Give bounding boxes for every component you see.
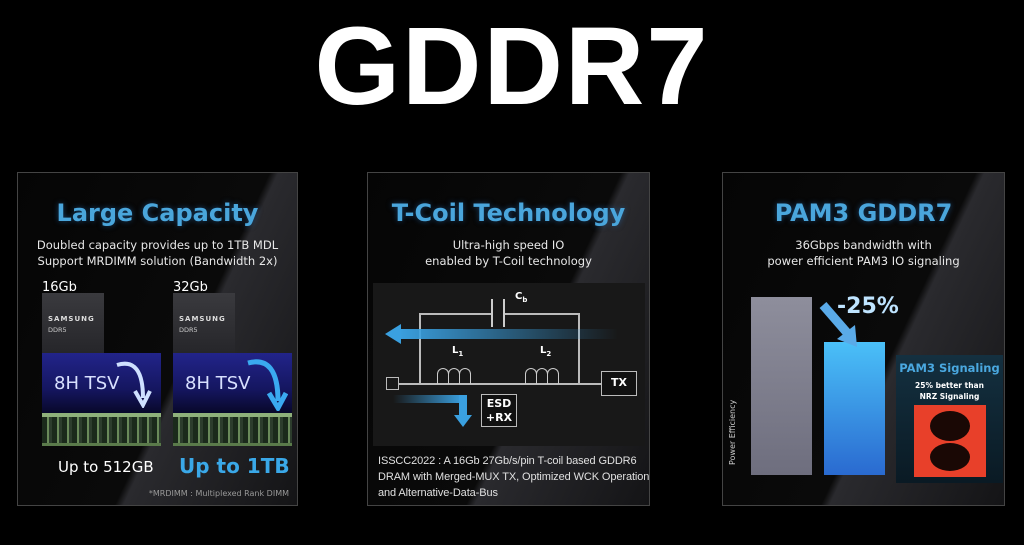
l1-letter: L: [452, 345, 459, 356]
pam3-inset: PAM3 Signaling 25% better than NRZ Signa…: [896, 355, 1003, 483]
cb-letter: C: [515, 291, 523, 302]
rx-label: +RX: [485, 411, 513, 424]
subtitle-line: 36Gbps bandwidth with: [795, 238, 932, 252]
page-title: GDDR7: [314, 5, 710, 128]
pad-icon: [386, 377, 399, 390]
l2-subscript: 2: [546, 350, 552, 358]
l1-subscript: 1: [458, 350, 464, 358]
eye-diagram-icon: [914, 405, 986, 477]
chip-brand: SAMSUNG: [48, 315, 95, 323]
axis-label: Power Efficiency: [728, 399, 737, 465]
citation-line: ISSCC2022 : A 16Gb 27Gb/s/pin T-coil bas…: [378, 455, 637, 467]
bar-nrz: [751, 297, 812, 475]
reduction-label: -25%: [837, 294, 899, 319]
wire: [419, 313, 421, 383]
dimm-module: [173, 413, 292, 446]
down-arrow-icon: [819, 302, 857, 347]
density-label: 16Gb: [42, 280, 77, 295]
bar-pam3: [824, 341, 885, 475]
curved-arrow-icon: [116, 361, 152, 408]
subtitle-line: power efficient PAM3 IO signaling: [767, 254, 960, 268]
dimm-module: [42, 413, 161, 446]
arrow-left-icon: [385, 324, 401, 344]
capacity-label: Up to 512GB: [58, 458, 154, 476]
l1-label: L1: [452, 345, 463, 358]
dram-chip: SAMSUNG DDR5: [42, 293, 104, 353]
chip-brand: SAMSUNG: [179, 315, 226, 323]
esd-label: ESD: [486, 397, 512, 410]
circuit-diagram: Cb L1 L2 TX ESD+RX: [373, 283, 645, 446]
inset-line: 25% better than: [915, 381, 984, 390]
wire: [578, 313, 580, 383]
panel-subtitle: 36Gbps bandwidth with power efficient PA…: [723, 237, 1004, 269]
signal-arrow: [398, 329, 618, 339]
capacitor-icon: [491, 299, 505, 327]
inset-title: PAM3 Signaling: [899, 361, 1000, 375]
subtitle-line: Support MRDIMM solution (Bandwidth 2x): [37, 254, 278, 268]
dram-chip: SAMSUNG DDR5: [173, 293, 235, 353]
citation-line: and Alternative-Data-Bus: [378, 487, 498, 499]
signal-arrow: [393, 395, 463, 403]
wire: [399, 383, 605, 385]
panel-subtitle: Ultra-high speed IO enabled by T-Coil te…: [368, 237, 649, 269]
subtitle-line: Doubled capacity provides up to 1TB MDL: [36, 238, 279, 252]
panel-title: T-Coil Technology: [391, 199, 626, 227]
large-capacity-panel: Large Capacity Doubled capacity provides…: [17, 172, 298, 506]
tsv-label: 8H TSV: [54, 373, 120, 394]
inset-text: 25% better than NRZ Signaling: [896, 380, 1003, 402]
chip-type: DDR5: [179, 326, 198, 334]
signal-arrow: [459, 395, 467, 417]
inductor-l2-icon: [547, 368, 559, 384]
citation-line: DRAM with Merged-MUX TX, Optimized WCK O…: [378, 471, 650, 483]
pam3-panel: PAM3 GDDR7 36Gbps bandwidth with power e…: [722, 172, 1005, 506]
arrow-down-icon: [454, 415, 472, 427]
panel-title: PAM3 GDDR7: [774, 199, 953, 227]
l2-label: L2: [540, 345, 551, 358]
inset-line: NRZ Signaling: [919, 392, 980, 401]
subtitle-line: enabled by T-Coil technology: [425, 254, 592, 268]
panel-subtitle: Doubled capacity provides up to 1TB MDL …: [18, 237, 297, 269]
capacity-label-highlight: Up to 1TB: [179, 454, 290, 478]
tsv-label: 8H TSV: [185, 373, 251, 394]
subtitle-line: Ultra-high speed IO: [452, 238, 565, 252]
chip-type: DDR5: [48, 326, 67, 334]
curved-arrow-icon: [247, 359, 288, 411]
footnote: *MRDIMM : Multiplexed Rank DIMM: [148, 489, 289, 498]
l2-letter: L: [540, 345, 547, 356]
panel-title: Large Capacity: [56, 199, 259, 227]
inductor-l1-icon: [459, 368, 471, 384]
cb-subscript: b: [522, 296, 528, 304]
esd-rx-box: ESD+RX: [481, 394, 517, 427]
density-label: 32Gb: [173, 280, 208, 295]
tx-box: TX: [601, 371, 637, 396]
citation: ISSCC2022 : A 16Gb 27Gb/s/pin T-coil bas…: [378, 453, 650, 501]
t-coil-panel: T-Coil Technology Ultra-high speed IO en…: [367, 172, 650, 506]
cb-label: Cb: [515, 291, 527, 304]
